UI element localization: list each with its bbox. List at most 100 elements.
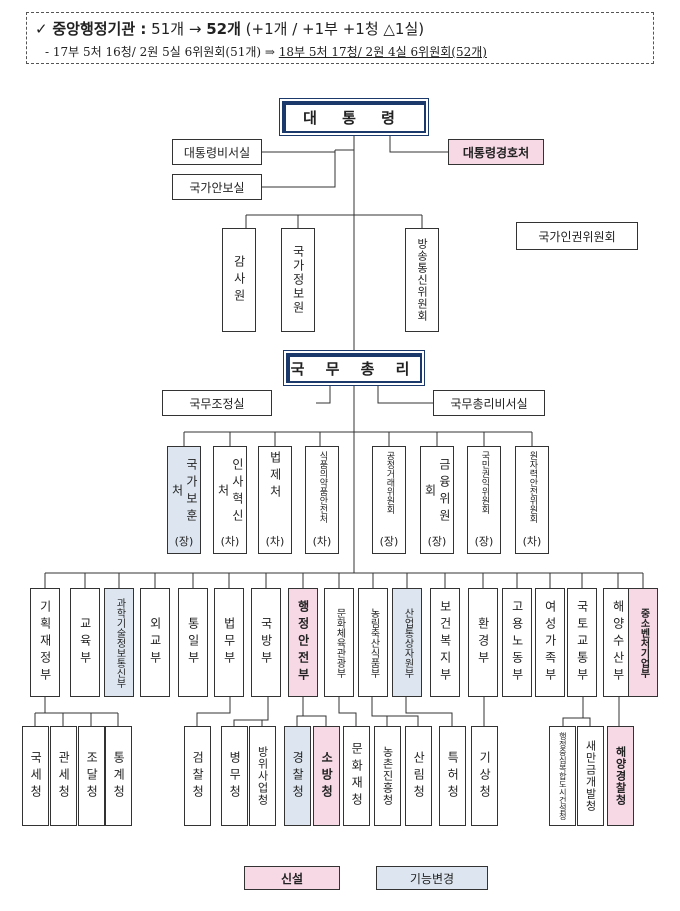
pm-agency-box: 법제처(차): [258, 446, 292, 554]
pm-agency-label: 공정거래위원회: [384, 451, 395, 514]
office-label: 병무청: [227, 750, 242, 802]
pm-agency-label: 국민권익위원회: [479, 451, 490, 514]
office-label: 통계청: [111, 750, 126, 802]
office-box: 통계청: [105, 726, 132, 826]
ministry-label: 보건복지부: [438, 600, 453, 685]
office-label: 검찰청: [190, 750, 205, 802]
office-label: 산림청: [411, 750, 426, 802]
pm-agency-box: 식품의약품안전처 (차): [305, 446, 339, 554]
office-box: 방위사업청: [249, 726, 276, 826]
ministry-box: 국토교통부: [567, 588, 597, 697]
summary-line-1: ✓ 중앙행정기관 : 51개 → 52개 (+1개 / +1부 +1청 △1실): [35, 18, 424, 39]
audit-board-box: 감사원: [222, 228, 256, 332]
office-box: 산림청: [405, 726, 432, 826]
arrow-right-icon: →: [188, 20, 202, 38]
ministry-box: 여성가족부: [535, 588, 565, 697]
office-box: 조달청: [78, 726, 105, 826]
ministry-label: 과학기술정보통신부: [114, 597, 125, 688]
ministry-label: 여성가족부: [543, 600, 558, 685]
office-label: 방위사업청: [256, 746, 270, 806]
summary-title: 중앙행정기관 :: [52, 20, 147, 38]
office-label: 국세청: [28, 750, 43, 802]
office-label: 행정중심복합도시건설청: [558, 732, 568, 820]
office-label: 관세청: [56, 750, 71, 802]
summary-new-structure: 18부 5처 17청/ 2원 4실 6위원회(52개): [278, 45, 487, 59]
ministry-box: 교육부: [70, 588, 100, 697]
summary-to: 52개: [206, 20, 241, 38]
ministry-label: 행정안전부: [296, 600, 311, 685]
ministry-box: 고용노동부: [502, 588, 532, 697]
office-box: 병무청: [221, 726, 248, 826]
pm-agency-rank: (장): [427, 535, 447, 548]
ministry-box: 산업통상자원부: [392, 588, 422, 697]
office-box: 특허청: [439, 726, 466, 826]
pm-agency-box: 공정거래위원회 (장): [372, 446, 406, 554]
pm-agency-label: 국가보훈처: [170, 458, 199, 526]
legend-new-swatch: 신설: [244, 866, 340, 890]
ministry-label: 통일부: [186, 617, 201, 668]
pm-agency-rank: (장): [474, 535, 494, 548]
ministry-label: 산업통상자원부: [402, 607, 413, 678]
pm-agency-label: 인사혁신처: [216, 458, 245, 526]
office-box: 기상청: [471, 726, 498, 826]
policy-coordination-office-box: 국무조정실: [162, 390, 272, 416]
office-label: 조달청: [84, 750, 99, 802]
office-label: 농촌진흥청: [381, 746, 395, 806]
pm-agency-label: 식품의약품안전처: [317, 451, 328, 523]
pm-agency-box: 인사혁신처 (차): [213, 446, 247, 554]
pm-agency-rank: (차): [312, 535, 332, 548]
office-box: 새만금개발청: [577, 726, 604, 826]
legend-changed-swatch: 기능변경: [376, 866, 488, 890]
office-box: 문화재청: [343, 726, 370, 826]
office-box: 농촌진흥청: [374, 726, 401, 826]
ministry-box: 과학기술정보통신부: [104, 588, 134, 697]
summary-from: 51개: [151, 20, 185, 38]
double-arrow-icon: ⇒: [264, 45, 275, 59]
ministry-box: 중소벤처기업부: [628, 588, 658, 697]
pm-agency-label: 원자력안전위원회: [527, 451, 538, 523]
office-box: 해양경찰청: [607, 726, 634, 826]
pm-agency-rank: (장): [379, 535, 399, 548]
office-box: 관세청: [50, 726, 77, 826]
summary-prev-structure: - 17부 5처 16청/ 2원 5실 6위원회(51개): [45, 45, 262, 59]
ministry-label: 중소벤처기업부: [638, 607, 649, 678]
office-box: 경찰청: [284, 726, 311, 826]
president-secretariat-box: 대통령비서실: [172, 139, 262, 165]
pm-agency-rank: (장): [174, 535, 194, 548]
office-box: 소방청: [313, 726, 340, 826]
prime-minister-box: 국 무 총 리: [286, 353, 422, 383]
pm-agency-label: 금융위원회: [423, 458, 452, 526]
ministry-label: 교육부: [78, 617, 93, 668]
office-label: 기상청: [477, 750, 492, 802]
broadcasting-commission-box: 방송통신위원회: [405, 228, 439, 332]
check-icon: ✓: [35, 20, 48, 38]
intelligence-service-box: 국가정보원: [281, 228, 315, 332]
ministry-label: 환경부: [476, 617, 491, 668]
office-box: 검찰청: [184, 726, 211, 826]
ministry-box: 기획재정부: [30, 588, 60, 697]
ministry-box: 외교부: [140, 588, 170, 697]
summary-box: ✓ 중앙행정기관 : 51개 → 52개 (+1개 / +1부 +1청 △1실)…: [26, 12, 654, 64]
ministry-label: 외교부: [148, 617, 163, 668]
office-box: 행정중심복합도시건설청: [549, 726, 576, 826]
pm-agency-rank: (차): [220, 535, 240, 548]
pm-agency-box: 국가보훈처 (장): [167, 446, 201, 554]
office-label: 해양경찰청: [614, 746, 628, 806]
presidential-security-service-box: 대통령경호처: [448, 139, 544, 165]
pm-agency-box: 원자력안전위원회 (차): [515, 446, 549, 554]
ministry-box: 문화체육관광부: [324, 588, 354, 697]
ministry-box: 환경부: [468, 588, 498, 697]
ministry-box: 법무부: [214, 588, 244, 697]
ministry-label: 문화체육관광부: [334, 607, 345, 678]
office-label: 새만금개발청: [584, 740, 598, 812]
pm-agency-box: 금융위원회 (장): [420, 446, 454, 554]
office-label: 경찰청: [290, 750, 305, 802]
ministry-label: 국방부: [259, 617, 274, 668]
ministry-box: 농림축산식품부: [358, 588, 388, 697]
pm-agency-rank: (차): [522, 535, 542, 548]
ministry-label: 기획재정부: [38, 600, 53, 685]
ministry-label: 고용노동부: [510, 600, 525, 685]
ministry-box: 행정안전부: [288, 588, 318, 697]
office-box: 국세청: [22, 726, 49, 826]
ministry-label: 법무부: [222, 617, 237, 668]
